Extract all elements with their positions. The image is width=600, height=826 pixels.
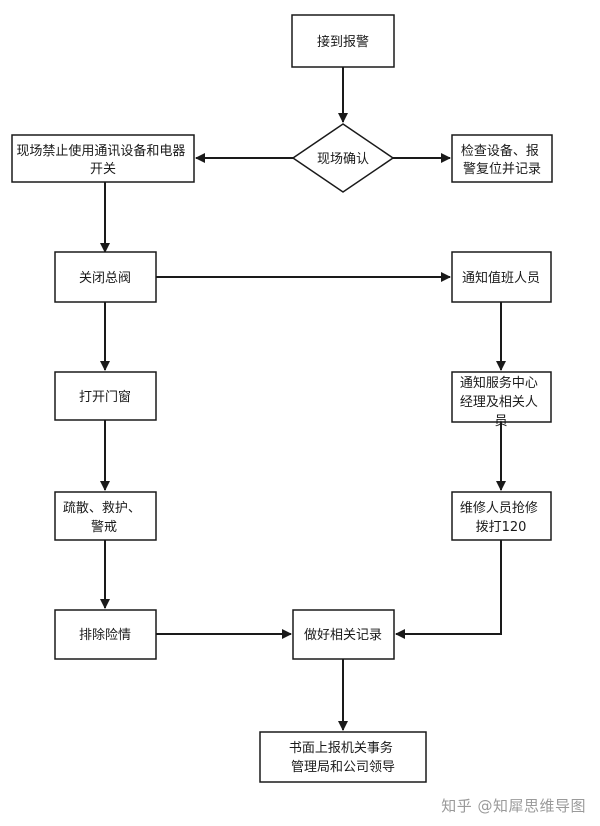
label-report-line-2: 管理局和公司领导 — [291, 760, 395, 775]
node-report — [259, 731, 427, 783]
node-open-windows — [54, 371, 157, 421]
watermark: 知乎 @知犀思维导图 — [441, 797, 586, 815]
label-eliminate: 排除险情 — [79, 628, 131, 643]
label-record: 做好相关记录 — [304, 628, 382, 643]
label-open-windows: 打开门窗 — [79, 389, 131, 405]
label-notify-manager-line-3: 员 — [494, 414, 507, 429]
label-repair-call-line-2: 拨打120 — [476, 520, 527, 535]
node-notify-duty — [451, 251, 552, 303]
label-check-reset: 检查设备、报 警复位并记录 — [461, 143, 543, 177]
label-report-line-1: 书面上报机关事务 — [289, 740, 393, 756]
label-notify-manager-line-1: 通知服务中心 — [460, 375, 538, 391]
node-notify-manager — [451, 371, 552, 423]
label-ban-devices-line-1: 现场禁止使用通讯设备和电器 — [16, 143, 185, 159]
label-notify-manager: 通知服务中心 经理及相关人 员 — [460, 375, 542, 429]
label-evacuate-line-1: 疏散、救护、 — [63, 500, 141, 516]
node-record — [292, 609, 395, 660]
label-evacuate-line-2: 警戒 — [91, 519, 117, 535]
node-eliminate — [54, 609, 157, 660]
node-evacuate — [54, 491, 157, 541]
node-check-reset — [451, 134, 553, 183]
edge-repair-to-record — [395, 540, 502, 639]
node-repair-call — [451, 491, 552, 541]
label-ban-devices-line-2: 开关 — [90, 162, 116, 177]
label-check-reset-line-1: 检查设备、报 — [461, 143, 539, 159]
label-check-reset-line-2: 警复位并记录 — [463, 161, 541, 177]
node-close-valve — [54, 251, 157, 303]
node-receive-alarm — [291, 14, 395, 68]
label-receive-alarm: 接到报警 — [317, 34, 369, 50]
label-notify-duty: 通知值班人员 — [462, 270, 540, 286]
label-repair-call-line-1: 维修人员抢修 — [460, 500, 538, 516]
node-ban-devices — [11, 134, 195, 183]
label-close-valve: 关闭总阀 — [79, 271, 131, 286]
node-confirm-site — [291, 123, 395, 193]
label-ban-devices: 现场禁止使用通讯设备和电器 开关 — [16, 143, 189, 177]
label-report: 书面上报机关事务 管理局和公司领导 — [289, 740, 397, 775]
label-repair-call: 维修人员抢修 拨打120 — [460, 500, 542, 535]
label-notify-manager-line-2: 经理及相关人 — [460, 395, 538, 410]
label-confirm-site: 现场确认 — [317, 152, 369, 167]
label-evacuate: 疏散、救护、 警戒 — [63, 500, 145, 535]
